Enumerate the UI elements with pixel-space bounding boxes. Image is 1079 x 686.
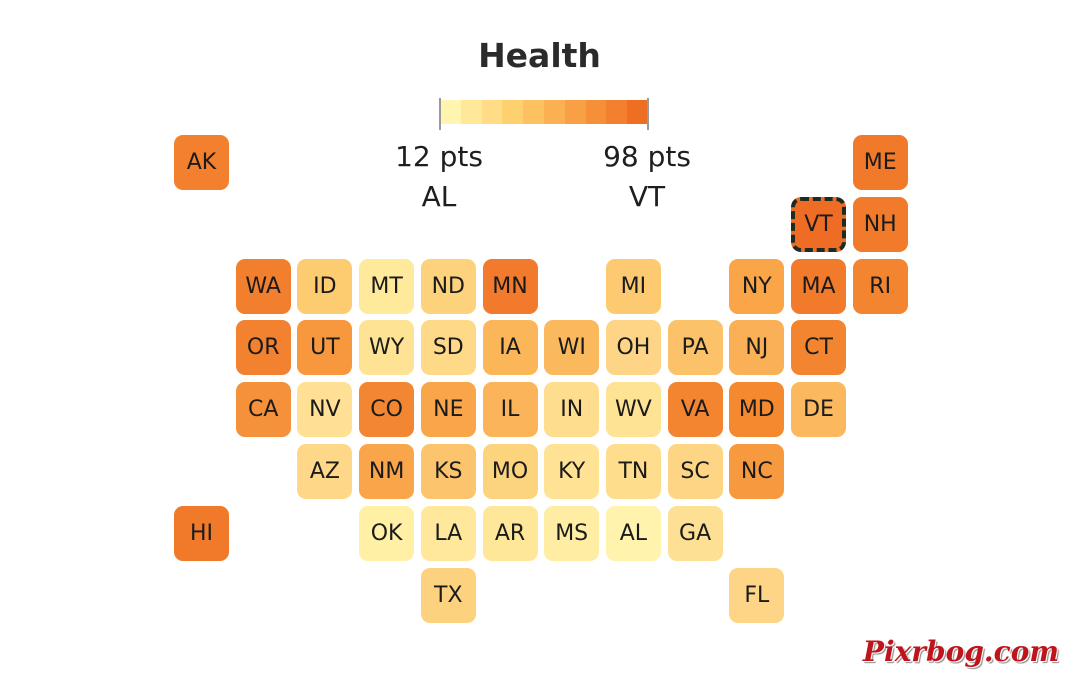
legend-max-value: 98 pts	[603, 140, 691, 173]
state-tile-hi[interactable]: HI	[174, 505, 229, 561]
state-tile-wv[interactable]: WV	[605, 382, 661, 438]
state-tile-de[interactable]: DE	[791, 382, 846, 438]
legend-scale-segment	[627, 100, 648, 124]
state-tile-nd[interactable]: ND	[420, 258, 476, 314]
state-tile-wa[interactable]: WA	[235, 258, 291, 314]
legend-scale-segment	[502, 100, 524, 124]
state-tile-ms[interactable]: MS	[544, 505, 600, 561]
state-tile-tx[interactable]: TX	[420, 567, 476, 623]
state-tile-ma[interactable]: MA	[791, 258, 846, 314]
state-tile-ak[interactable]: AK	[174, 135, 229, 190]
state-tile-al[interactable]: AL	[605, 505, 661, 561]
state-tile-ut[interactable]: UT	[297, 320, 353, 376]
state-tile-ri[interactable]: RI	[852, 258, 908, 314]
state-tile-ia[interactable]: IA	[482, 320, 538, 376]
legend-scale-segment	[606, 100, 628, 124]
state-tile-ks[interactable]: KS	[420, 444, 476, 499]
state-tile-tn[interactable]: TN	[605, 444, 661, 499]
state-tile-co[interactable]: CO	[359, 382, 415, 438]
watermark-text: Pixrbog.com	[862, 635, 1059, 668]
state-tile-sc[interactable]: SC	[667, 444, 723, 499]
state-tile-wy[interactable]: WY	[359, 320, 415, 376]
state-tile-pa[interactable]: PA	[667, 320, 723, 376]
state-tile-or[interactable]: OR	[235, 320, 291, 376]
state-tile-ne[interactable]: NE	[420, 382, 476, 438]
state-tile-ct[interactable]: CT	[791, 320, 846, 376]
state-tile-nj[interactable]: NJ	[729, 320, 785, 376]
legend-min-state: AL	[421, 180, 457, 213]
state-tile-wi[interactable]: WI	[544, 320, 600, 376]
state-tile-md[interactable]: MD	[729, 382, 785, 438]
state-tile-me[interactable]: ME	[852, 135, 908, 190]
state-tile-oh[interactable]: OH	[605, 320, 661, 376]
state-tile-mi[interactable]: MI	[605, 258, 661, 314]
legend-min-tick	[439, 98, 441, 130]
state-tile-in[interactable]: IN	[544, 382, 600, 438]
state-tile-az[interactable]: AZ	[297, 444, 353, 499]
state-tile-vt[interactable]: VT	[791, 196, 846, 252]
state-tile-mt[interactable]: MT	[359, 258, 415, 314]
state-tile-ky[interactable]: KY	[544, 444, 600, 499]
legend-max-tick	[647, 98, 649, 130]
state-tile-ok[interactable]: OK	[359, 505, 415, 561]
state-tile-nm[interactable]: NM	[359, 444, 415, 499]
state-tile-il[interactable]: IL	[482, 382, 538, 438]
state-tile-sd[interactable]: SD	[420, 320, 476, 376]
state-tile-ny[interactable]: NY	[729, 258, 785, 314]
legend-scale-segment	[481, 100, 503, 124]
legend-min-value: 12 pts	[395, 140, 483, 173]
state-tile-ga[interactable]: GA	[667, 505, 723, 561]
state-tile-la[interactable]: LA	[420, 505, 476, 561]
state-tile-nc[interactable]: NC	[729, 444, 785, 499]
legend-scale-segment	[564, 100, 586, 124]
state-tile-nh[interactable]: NH	[852, 196, 908, 252]
state-tile-id[interactable]: ID	[297, 258, 353, 314]
state-tile-fl[interactable]: FL	[729, 567, 785, 623]
state-tile-nv[interactable]: NV	[297, 382, 353, 438]
state-tile-mn[interactable]: MN	[482, 258, 538, 314]
chart-title: Health	[478, 36, 601, 75]
legend-scale-segment	[523, 100, 544, 124]
legend-scale-segment	[460, 100, 482, 124]
state-tile-mo[interactable]: MO	[482, 444, 538, 499]
legend-max-state: VT	[628, 180, 666, 213]
state-tile-va[interactable]: VA	[667, 382, 723, 438]
legend-color-scale	[440, 100, 648, 124]
state-tile-ca[interactable]: CA	[235, 382, 291, 438]
legend-scale-segment	[585, 100, 607, 124]
state-tile-ar[interactable]: AR	[482, 505, 538, 561]
legend-scale-segment	[543, 100, 565, 124]
legend-scale-segment	[440, 100, 461, 124]
